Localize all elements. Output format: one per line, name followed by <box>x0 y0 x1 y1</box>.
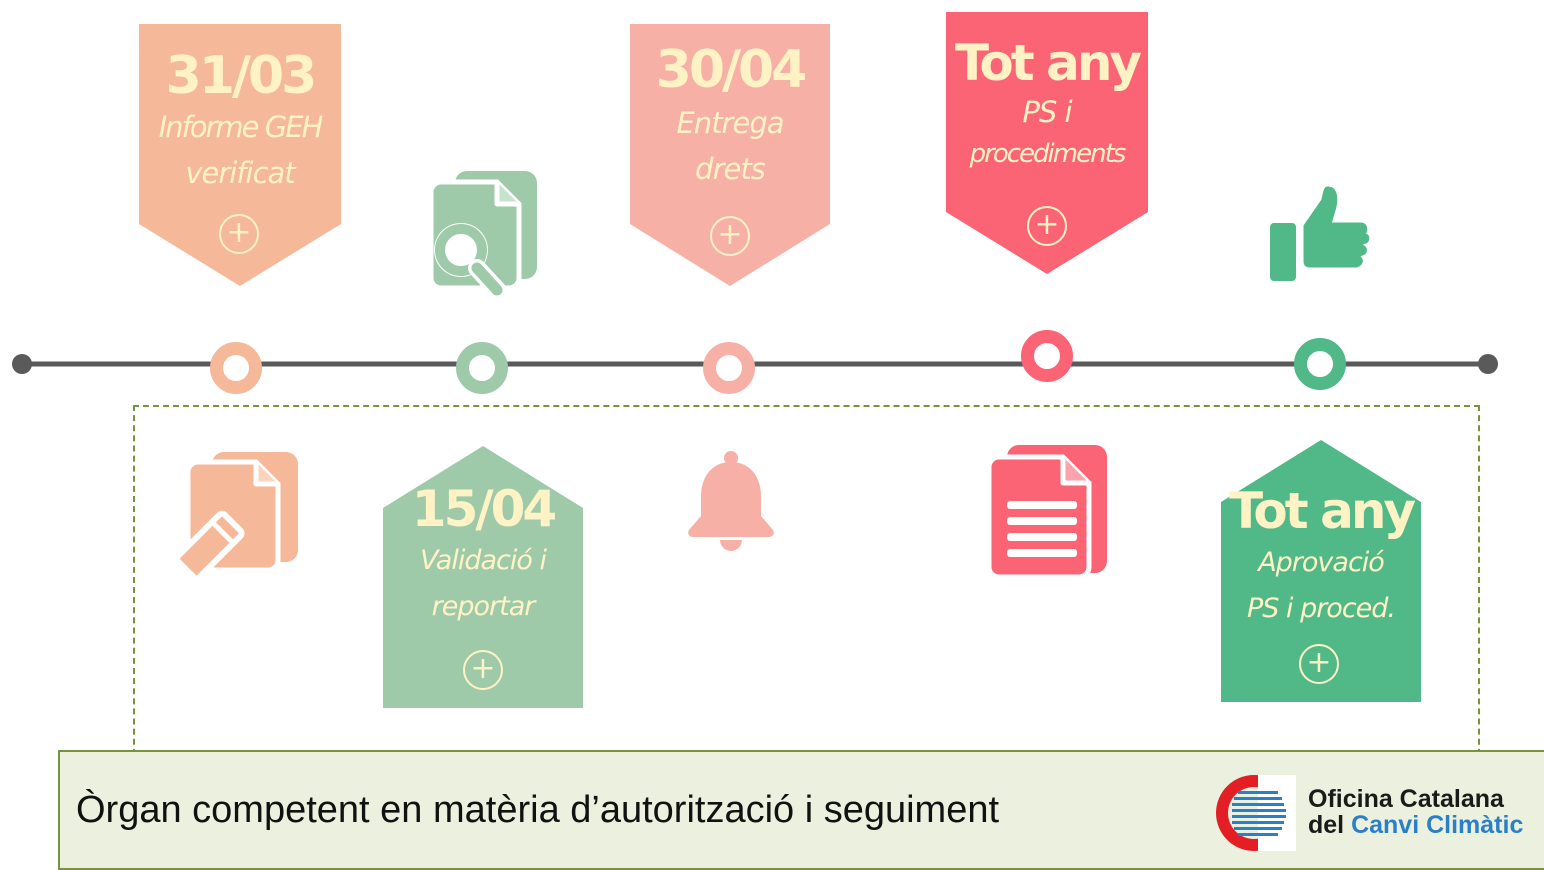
timeline-node-5[interactable] <box>1294 338 1346 390</box>
timeline-node-1[interactable] <box>210 342 262 394</box>
milestone-1-label: 31/03 Informe GEH verificat <box>139 50 341 196</box>
milestone-1-expand-button[interactable]: + <box>219 214 259 254</box>
milestone-5-pennant <box>1221 440 1421 702</box>
milestone-2-expand-button[interactable]: + <box>463 650 503 690</box>
milestone-4-desc-2: procediments <box>969 139 1127 169</box>
milestone-5-expand-button[interactable]: + <box>1299 644 1339 684</box>
milestone-5-date: Tot any <box>1228 482 1416 540</box>
milestone-1-date: 31/03 <box>165 46 318 106</box>
milestone-3-desc-1: Entrega <box>676 106 784 140</box>
footer-text: Òrgan competent en matèria d’autoritzaci… <box>76 789 1000 831</box>
milestone-2-label: 15/04 Validació i reportar <box>383 484 583 630</box>
milestone-3-date: 30/04 <box>655 40 808 100</box>
document-pencil-icon <box>176 452 298 582</box>
milestone-4-desc-1: PS i <box>1022 95 1072 129</box>
logo-name-canvi: Canvi Climàtic <box>1351 811 1524 839</box>
occ-logo-emblem <box>1216 775 1296 851</box>
milestone-1-desc-1: Informe GEH <box>158 110 324 144</box>
milestone-4-date: Tot any <box>954 34 1142 92</box>
logo-name-line-1: Oficina Catalana <box>1308 785 1504 813</box>
timeline-axis <box>12 354 1498 374</box>
milestone-5-desc-2: PS i proced. <box>1246 593 1396 624</box>
document-search-icon <box>428 171 537 300</box>
milestone-5-desc-1: Aprovació <box>1258 547 1385 578</box>
milestone-3-desc-2: drets <box>695 152 766 186</box>
milestone-5-label: Tot any Aprovació PS i proced. <box>1221 486 1421 632</box>
milestone-2-desc-1: Validació i <box>420 545 547 576</box>
milestone-2-date: 15/04 <box>411 480 557 538</box>
milestone-3-label: 30/04 Entrega drets <box>630 44 830 192</box>
milestone-4-pennant <box>946 12 1148 274</box>
timeline-node-2[interactable] <box>456 342 508 394</box>
timeline-node-3[interactable] <box>703 342 755 394</box>
milestone-4-expand-button[interactable]: + <box>1027 206 1067 246</box>
milestone-4-label: Tot any PS i procediments <box>946 38 1148 174</box>
axis-end-dot <box>1478 354 1498 374</box>
milestone-3-expand-button[interactable]: + <box>710 216 750 256</box>
milestone-1-desc-2: verificat <box>185 156 295 190</box>
milestone-3-pennant <box>630 24 830 286</box>
document-lines-icon <box>987 445 1107 580</box>
bell-icon <box>688 451 774 551</box>
milestone-2-desc-2: reportar <box>431 591 536 622</box>
thumbs-up-icon <box>1270 183 1372 281</box>
axis-start-dot <box>12 354 32 374</box>
milestone-1-pennant <box>139 24 341 286</box>
timeline-node-4[interactable] <box>1021 330 1073 382</box>
milestone-2-pennant <box>383 446 583 708</box>
logo-name-line-2: del Canvi Climàtic <box>1308 812 1523 839</box>
logo-name-del: del <box>1308 811 1352 839</box>
